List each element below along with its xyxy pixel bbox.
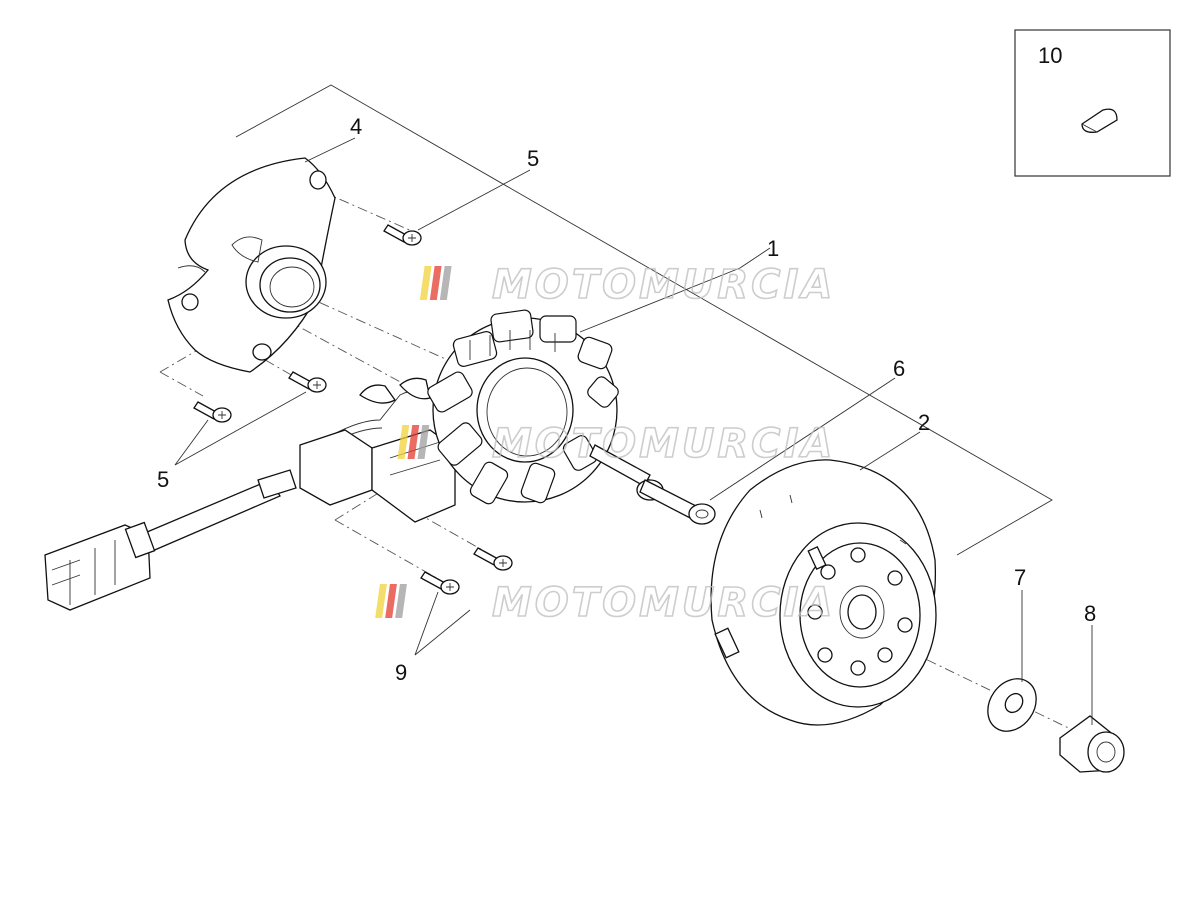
bolt-part-6-b xyxy=(639,479,716,525)
screw-part-5-left xyxy=(193,401,232,423)
rotor-holes xyxy=(807,547,913,676)
leader-lines xyxy=(174,137,1093,725)
inset-box-part-10: 10 xyxy=(1014,29,1171,177)
watermark-top: MOTOMURCIA xyxy=(419,261,835,309)
callout-6: 6 xyxy=(893,356,905,381)
washer-part-7 xyxy=(987,678,1037,732)
callouts: 4 5 1 6 2 5 7 8 9 xyxy=(157,114,1096,685)
callout-4: 4 xyxy=(350,114,362,139)
watermark-middle: MOTOMURCIA xyxy=(397,420,835,468)
callout-5-bottom: 5 xyxy=(157,467,169,492)
woodruff-key-icon xyxy=(1081,108,1118,133)
watermark-bottom: MOTOMURCIA xyxy=(375,579,835,627)
screw-part-9-a xyxy=(473,547,513,571)
watermark-text: MOTOMURCIA xyxy=(492,580,835,626)
screw-part-9-b xyxy=(420,571,460,595)
assembly-bracket xyxy=(235,84,1053,556)
wiring-harness xyxy=(139,377,441,553)
callout-5-top: 5 xyxy=(527,146,539,171)
callout-2: 2 xyxy=(918,410,930,435)
screw-part-5-mid xyxy=(288,371,327,393)
stator-windings xyxy=(427,309,619,505)
callout-10: 10 xyxy=(1038,43,1062,68)
watermark-text: MOTOMURCIA xyxy=(492,421,835,467)
stator-plate-part-4 xyxy=(167,157,336,373)
electrical-connector xyxy=(44,521,156,611)
callout-7: 7 xyxy=(1014,565,1026,590)
screw-part-5-top xyxy=(383,224,422,246)
pickup-sensor-box xyxy=(299,429,456,523)
callout-1: 1 xyxy=(767,236,779,261)
nut-part-8 xyxy=(1059,715,1125,773)
callout-8: 8 xyxy=(1084,601,1096,626)
watermark-text: MOTOMURCIA xyxy=(492,262,835,308)
flywheel-rotor-part-2 xyxy=(710,459,937,726)
stator-coil-part-1 xyxy=(427,309,619,505)
callout-9: 9 xyxy=(395,660,407,685)
